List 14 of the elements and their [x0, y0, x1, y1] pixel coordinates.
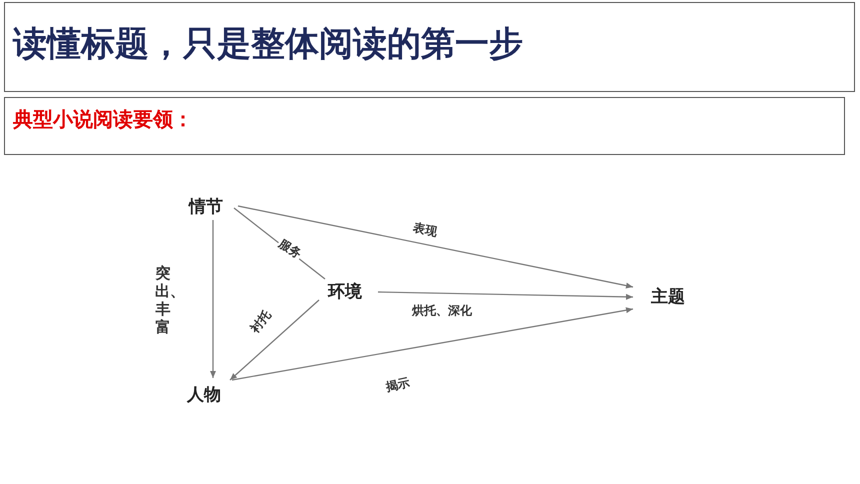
- title-band: [4, 2, 855, 92]
- character-label: 人物: [176, 384, 232, 406]
- arrow: [210, 220, 216, 378]
- heading-band: [4, 97, 845, 155]
- arrow: [232, 307, 634, 381]
- heading-text: 读懂标题，只是整体阅读的第一步: [13, 23, 523, 66]
- arrow: [230, 300, 320, 380]
- plot-label: 情节: [180, 196, 232, 218]
- setting-label: 环境: [318, 281, 372, 303]
- theme-label: 主题: [640, 286, 696, 308]
- edge-label: 烘托、深化: [411, 302, 473, 320]
- heading-text: 典型小说阅读要领：: [13, 106, 193, 133]
- arrow: [378, 291, 634, 300]
- arrow: [238, 205, 634, 289]
